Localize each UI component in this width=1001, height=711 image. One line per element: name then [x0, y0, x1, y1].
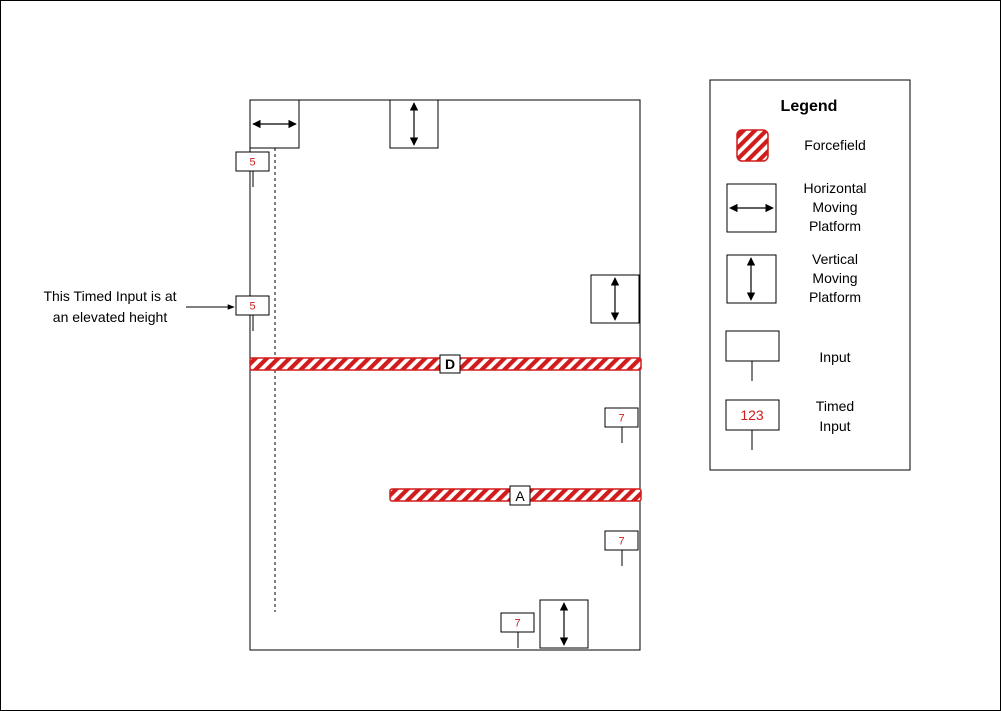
timed-input-value: 5: [249, 157, 255, 169]
legend-timed-line-1: Timed: [816, 398, 854, 414]
timed-input-swatch-icon: [725, 399, 780, 431]
timed-input-value: 7: [514, 618, 520, 630]
legend-horizontal-line-1: Horizontal: [803, 180, 866, 196]
timed-input: 7: [500, 612, 535, 648]
input-swatch-icon: [725, 330, 780, 362]
timed-input-value: 7: [618, 413, 624, 425]
forcefield-swatch-icon: [736, 129, 769, 162]
timed-input-sample-value: 123: [740, 407, 764, 423]
forcefield-label: D: [445, 356, 455, 372]
legend-vertical-line-1: Vertical: [812, 251, 858, 267]
legend-horizontal-line-3: Platform: [809, 218, 861, 234]
legend-vertical-line-2: Moving: [812, 270, 857, 286]
legend-vertical-line-3: Platform: [809, 289, 861, 305]
legend-input-label: Input: [819, 349, 850, 365]
forcefield-d: D: [249, 354, 642, 374]
vertical-moving-platform: [389, 99, 439, 149]
annotation: This Timed Input is at an elevated heigh…: [43, 288, 235, 325]
timed-input: 5: [235, 151, 270, 187]
annotation-line-2: an elevated height: [53, 309, 168, 325]
legend-horizontal-line-2: Moving: [812, 199, 857, 215]
timed-input-elevated: 5: [235, 295, 270, 331]
level-boundary: [249, 99, 641, 651]
legend-title: Legend: [781, 98, 838, 115]
legend: Legend Forcefield Horizontal Moving Plat…: [709, 79, 911, 471]
timed-input-value: 7: [618, 536, 624, 548]
annotation-line-1: This Timed Input is at: [43, 288, 176, 304]
legend-forcefield-label: Forcefield: [804, 137, 865, 153]
timed-input: 7: [604, 530, 639, 566]
timed-input-value: 5: [249, 301, 255, 313]
horizontal-moving-platform: [249, 99, 300, 149]
forcefield-a: A: [389, 485, 642, 506]
timed-input: 7: [604, 407, 639, 443]
legend-timed-line-2: Input: [819, 418, 850, 434]
vertical-moving-platform: [590, 274, 640, 324]
forcefield-label: A: [515, 488, 525, 504]
vertical-moving-platform: [539, 599, 589, 649]
